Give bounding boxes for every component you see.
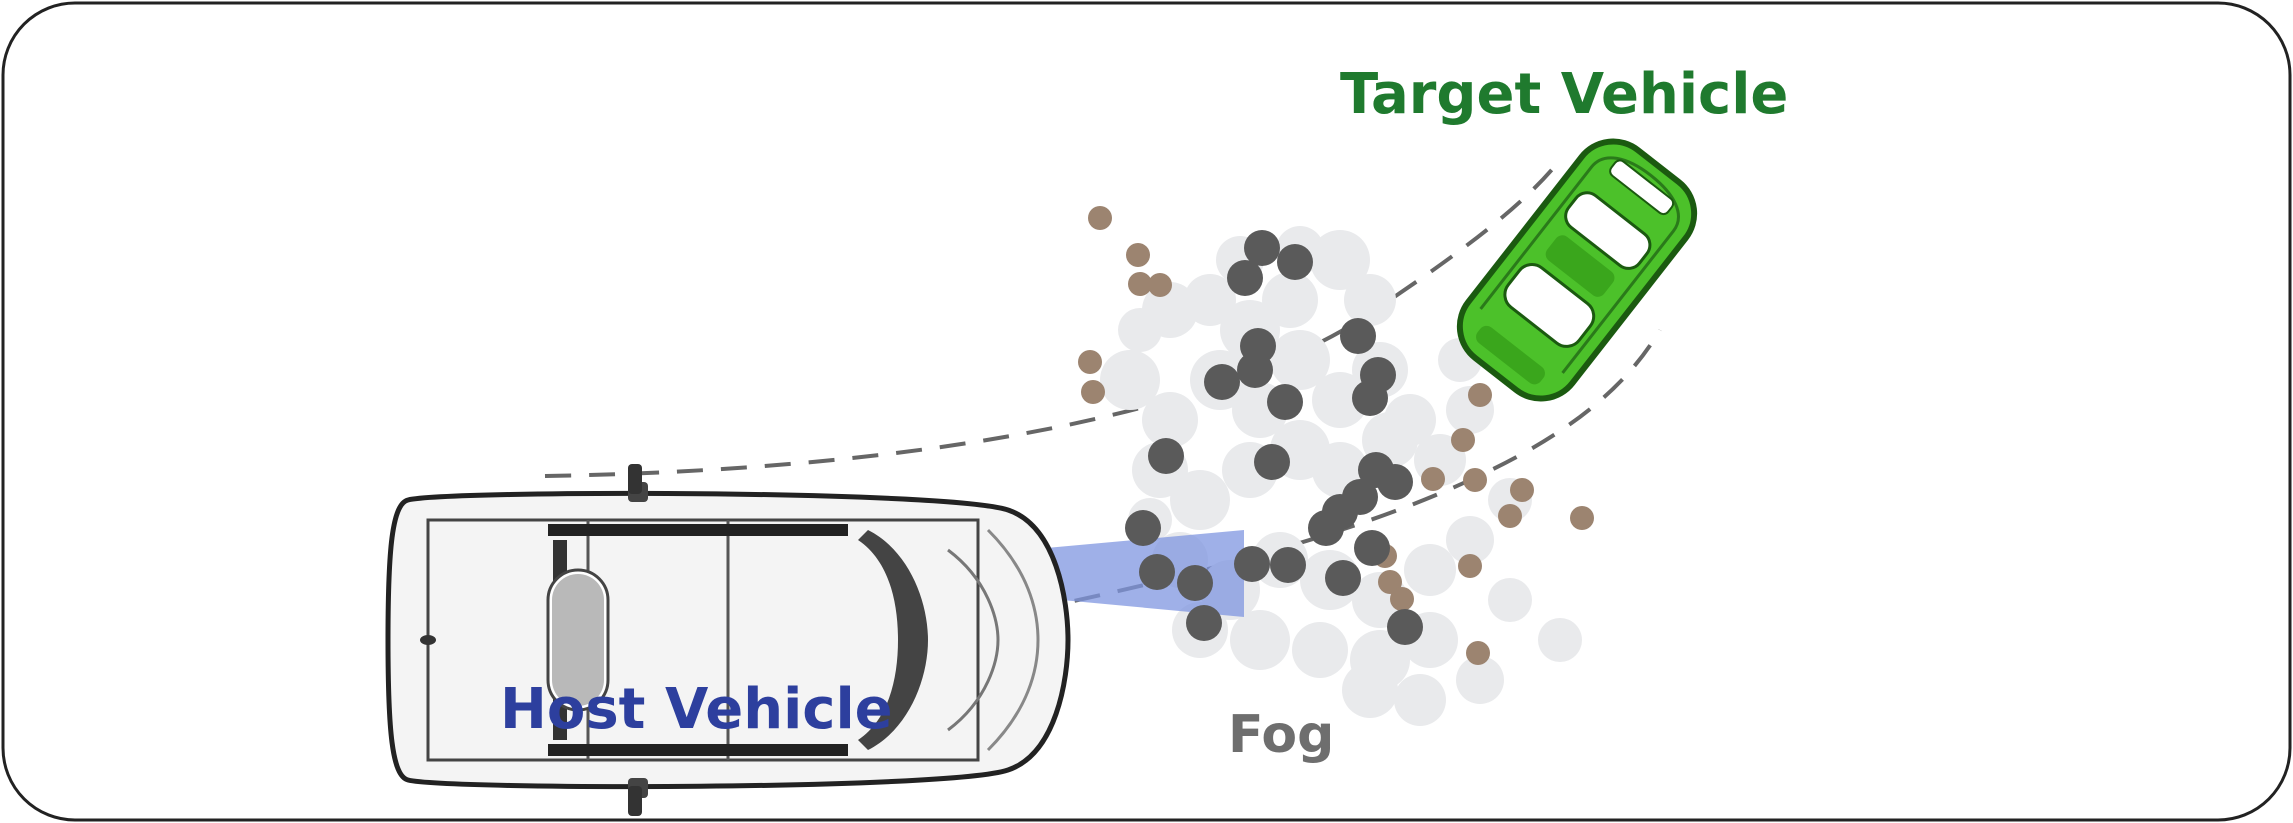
fog-particle	[1404, 544, 1456, 596]
fog-particle	[1387, 609, 1423, 645]
fog-particle	[1354, 530, 1390, 566]
fog-particle	[1204, 364, 1240, 400]
fog-particle	[1078, 350, 1102, 374]
fog-label: Fog	[1228, 705, 1334, 765]
fog-particle	[1390, 587, 1414, 611]
fog-particle	[1463, 468, 1487, 492]
fog-particle	[1139, 554, 1175, 590]
fog-particle	[1126, 243, 1150, 267]
fog-particle	[1177, 565, 1213, 601]
host-vehicle-label: Host Vehicle	[500, 677, 893, 742]
fog-particle	[1308, 510, 1344, 546]
fog-particle	[1237, 352, 1273, 388]
fog-particle	[1277, 244, 1313, 280]
fog-particle	[1458, 554, 1482, 578]
fog-particles-light	[1100, 226, 1582, 726]
fog-particle	[1488, 578, 1532, 622]
fog-particle	[1344, 274, 1396, 326]
fog-particle	[1170, 470, 1230, 530]
fog-particle	[1394, 674, 1446, 726]
host-vehicle-icon	[385, 464, 1071, 816]
fog-particle	[1262, 272, 1318, 328]
fog-particle	[1230, 610, 1290, 670]
fog-particle	[1310, 230, 1370, 290]
fog-particle	[1100, 350, 1160, 410]
fog-particle	[1340, 318, 1376, 354]
fog-particle	[1128, 272, 1152, 296]
fog-particle	[1186, 605, 1222, 641]
fog-particles-brown	[1078, 206, 1594, 665]
fog-particle	[1378, 570, 1402, 594]
fog-particle	[1270, 547, 1306, 583]
fog-particle	[1292, 622, 1348, 678]
fog-particle	[1510, 478, 1534, 502]
fog-particle	[1118, 308, 1162, 352]
fog-particle	[1466, 641, 1490, 665]
fog-particle	[1325, 560, 1361, 596]
fog-particle	[1377, 464, 1413, 500]
fog-particle	[1421, 467, 1445, 491]
fog-particle	[1148, 273, 1172, 297]
fog-particle	[1234, 546, 1270, 582]
fog-particle	[1468, 383, 1492, 407]
fog-particle	[1081, 380, 1105, 404]
fog-particle	[1267, 384, 1303, 420]
fog-particle	[1456, 656, 1504, 704]
fog-particle	[1538, 618, 1582, 662]
fog-particle	[1088, 206, 1112, 230]
fog-particle	[1254, 444, 1290, 480]
fog-particle	[1148, 438, 1184, 474]
fog-particle	[1184, 274, 1236, 326]
fog-particle	[1342, 662, 1398, 718]
fog-particle	[1270, 330, 1330, 390]
fog-particle	[1312, 372, 1368, 428]
fog-particles-dark	[1125, 230, 1423, 645]
fog-particle	[1125, 510, 1161, 546]
target-vehicle-icon	[1456, 138, 1698, 402]
fog-particle	[1227, 260, 1263, 296]
fog-particle	[1451, 428, 1475, 452]
fog-particle	[1570, 506, 1594, 530]
fog-particle	[1244, 230, 1280, 266]
target-vehicle-label: Target Vehicle	[1340, 62, 1788, 127]
fog-particle	[1446, 516, 1494, 564]
fog-particle	[1142, 392, 1198, 448]
fog-particle	[1498, 504, 1522, 528]
fog-particle	[1352, 380, 1388, 416]
